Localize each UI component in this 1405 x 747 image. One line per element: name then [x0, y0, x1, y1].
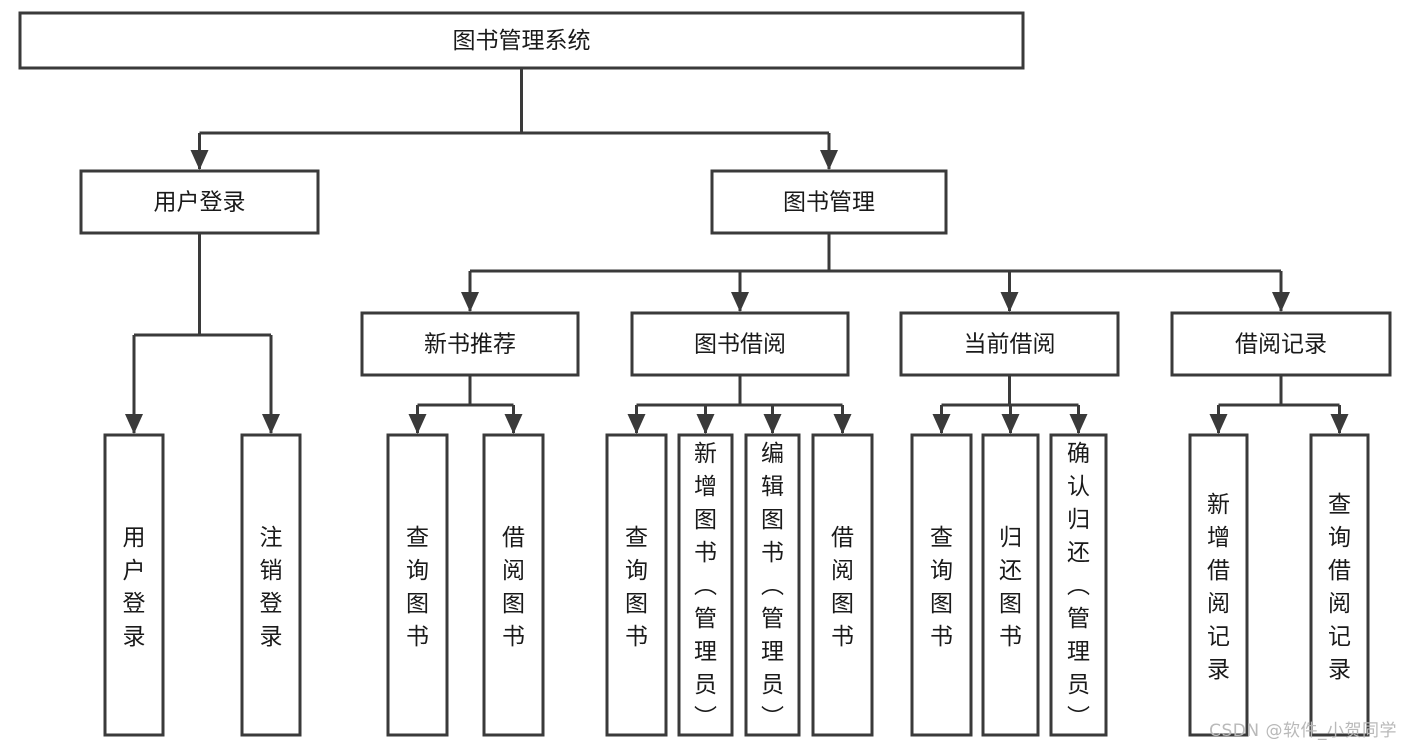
- node-label: 编辑图书︵管理员︶: [761, 441, 784, 731]
- arrow-head-icon: [627, 414, 646, 434]
- node-l3-2[interactable]: 当前借阅: [899, 311, 1120, 377]
- node-box: [630, 311, 850, 377]
- node-box: [18, 11, 1025, 70]
- arrow-head-icon: [262, 414, 280, 434]
- arrow-head-icon: [763, 414, 782, 434]
- arrow-head-icon: [190, 150, 209, 170]
- node-leaf-8[interactable]: 查询图书: [910, 433, 973, 737]
- node-leaf-10[interactable]: 确认归还︵管理员︶: [1049, 433, 1108, 737]
- node-label: 图书借阅: [694, 332, 786, 358]
- node-l3-3[interactable]: 借阅记录: [1170, 311, 1392, 377]
- node-label: 新增借阅记录: [1207, 492, 1230, 683]
- node-box: [240, 433, 302, 737]
- node-label: 查询图书: [930, 525, 953, 650]
- node-label: 查询图书: [625, 525, 648, 650]
- arrow-head-icon: [833, 414, 852, 434]
- node-box: [1188, 433, 1249, 737]
- node-layer: 图书管理系统用户登录图书管理新书推荐图书借阅当前借阅借阅记录用户登录注销登录查询…: [18, 11, 1392, 737]
- node-leaf-6[interactable]: 编辑图书︵管理员︶: [744, 433, 801, 737]
- node-box: [744, 433, 801, 737]
- node-label: 查询借阅记录: [1328, 492, 1351, 683]
- arrow-head-icon: [1000, 292, 1019, 312]
- node-box: [103, 433, 165, 737]
- arrow-head-icon: [1330, 414, 1349, 434]
- arrow-head-icon: [932, 414, 951, 434]
- node-box: [605, 433, 668, 737]
- node-leaf-7[interactable]: 借阅图书: [811, 433, 874, 737]
- node-label: 注销登录: [260, 525, 283, 650]
- node-box: [899, 311, 1120, 377]
- node-box: [1309, 433, 1370, 737]
- node-label: 借阅图书: [502, 525, 525, 650]
- node-box: [1170, 311, 1392, 377]
- node-leaf-0[interactable]: 用户登录: [103, 433, 165, 737]
- node-l3-1[interactable]: 图书借阅: [630, 311, 850, 377]
- node-label: 借阅图书: [831, 525, 854, 650]
- node-leaf-2[interactable]: 查询图书: [386, 433, 449, 737]
- arrow-head-icon: [696, 414, 715, 434]
- node-l2-0[interactable]: 用户登录: [79, 169, 320, 235]
- node-leaf-9[interactable]: 归还图书: [981, 433, 1040, 737]
- node-box: [79, 169, 320, 235]
- arrow-head-icon: [1069, 414, 1088, 434]
- node-label: 确认归还︵管理员︶: [1067, 441, 1090, 731]
- node-leaf-4[interactable]: 查询图书: [605, 433, 668, 737]
- node-box: [710, 169, 948, 235]
- node-box: [910, 433, 973, 737]
- node-label: 图书管理系统: [453, 28, 591, 54]
- arrow-head-icon: [125, 414, 143, 434]
- arrow-head-icon: [731, 292, 749, 312]
- node-label: 图书管理: [783, 190, 875, 216]
- node-box: [386, 433, 449, 737]
- node-box: [981, 433, 1040, 737]
- node-box: [811, 433, 874, 737]
- node-leaf-5[interactable]: 新增图书︵管理员︶: [677, 433, 734, 737]
- node-label: 新书推荐: [424, 332, 516, 358]
- arrow-head-icon: [461, 292, 479, 312]
- connector-layer: [125, 68, 1349, 434]
- arrow-head-icon: [408, 414, 427, 434]
- node-box: [677, 433, 734, 737]
- node-label: 用户登录: [154, 190, 246, 216]
- node-label: 查询图书: [406, 525, 429, 650]
- node-leaf-12[interactable]: 查询借阅记录: [1309, 433, 1370, 737]
- node-l2-1[interactable]: 图书管理: [710, 169, 948, 235]
- node-leaf-3[interactable]: 借阅图书: [482, 433, 545, 737]
- node-label: 借阅记录: [1235, 332, 1327, 358]
- arrow-head-icon: [820, 150, 838, 170]
- arrow-head-icon: [1272, 292, 1290, 312]
- node-box: [482, 433, 545, 737]
- node-box: [360, 311, 580, 377]
- node-leaf-1[interactable]: 注销登录: [240, 433, 302, 737]
- node-root-0[interactable]: 图书管理系统: [18, 11, 1025, 70]
- node-label: 新增图书︵管理员︶: [694, 441, 717, 731]
- arrow-head-icon: [1001, 414, 1020, 434]
- node-leaf-11[interactable]: 新增借阅记录: [1188, 433, 1249, 737]
- node-l3-0[interactable]: 新书推荐: [360, 311, 580, 377]
- node-label: 用户登录: [123, 525, 146, 650]
- arrow-head-icon: [1209, 414, 1228, 434]
- node-box: [1049, 433, 1108, 737]
- node-label: 当前借阅: [964, 332, 1056, 358]
- node-label: 归还图书: [999, 525, 1022, 650]
- arrow-head-icon: [504, 414, 523, 434]
